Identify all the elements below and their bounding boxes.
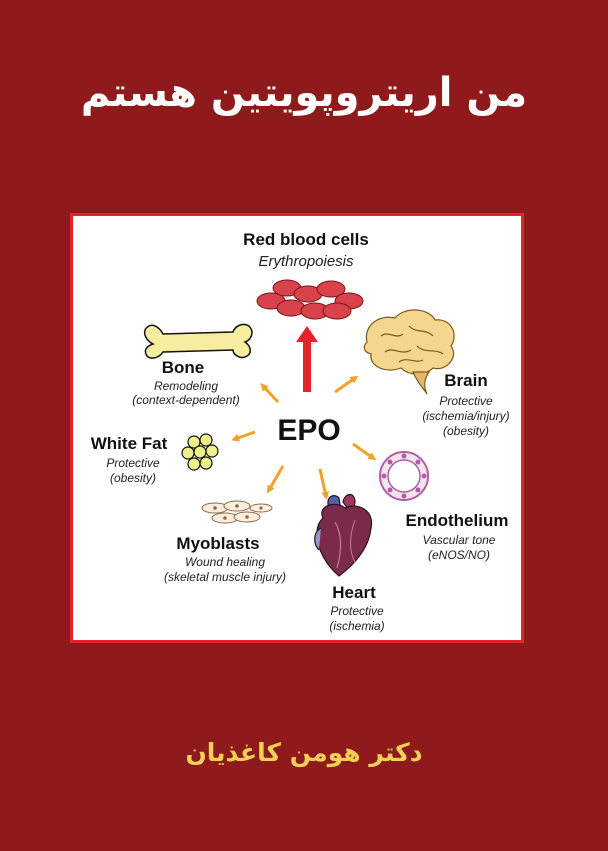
fat-sublabel-1: Protective [106, 456, 160, 470]
bone-sublabel-1: Remodeling [154, 379, 218, 393]
diagram-panel: Red blood cells Erythropoiesis EPO [70, 213, 524, 643]
myoblast-nuclei [213, 504, 263, 520]
endo-sublabel-1: Vascular tone [423, 533, 496, 547]
center-label: EPO [277, 414, 340, 447]
bone-label: Bone [162, 358, 205, 377]
myo-sublabel-1: Wound healing [185, 555, 265, 569]
heart-icon [314, 493, 373, 577]
myo-label: Myoblasts [176, 534, 259, 553]
endo-label: Endothelium [406, 511, 509, 530]
fat-sublabel-2: (obesity) [110, 471, 156, 485]
brain-sublabel-3: (obesity) [443, 424, 489, 438]
fat-cells-icon [181, 433, 219, 471]
fat-label: White Fat [91, 434, 168, 453]
brain-sublabel-2: (ischemia/injury) [422, 409, 509, 423]
brain-label: Brain [444, 371, 487, 390]
heart-label: Heart [332, 583, 376, 602]
bone-icon [143, 323, 253, 359]
orange-arrows [231, 375, 377, 500]
endo-sublabel-2: (eNOS/NO) [428, 548, 490, 562]
brain-icon [363, 309, 455, 395]
endothelium-icon [379, 451, 429, 501]
red-blood-cells-icon [256, 279, 364, 320]
author-name: دکتر هومن کاغذیان [185, 738, 423, 767]
heart-sublabel-2: (ischemia) [329, 619, 384, 633]
rbc-label: Red blood cells [243, 230, 369, 249]
heart-sublabel-1: Protective [330, 604, 384, 618]
red-arrow-icon [296, 326, 318, 392]
bone-sublabel-2: (context-dependent) [132, 393, 239, 407]
rbc-sublabel: Erythropoiesis [258, 253, 354, 270]
epo-diagram: Red blood cells Erythropoiesis EPO [91, 230, 510, 633]
brain-sublabel-1: Protective [439, 394, 493, 408]
book-title: من اریتروپویتین هستم [80, 70, 528, 116]
myo-sublabel-2: (skeletal muscle injury) [164, 570, 286, 584]
